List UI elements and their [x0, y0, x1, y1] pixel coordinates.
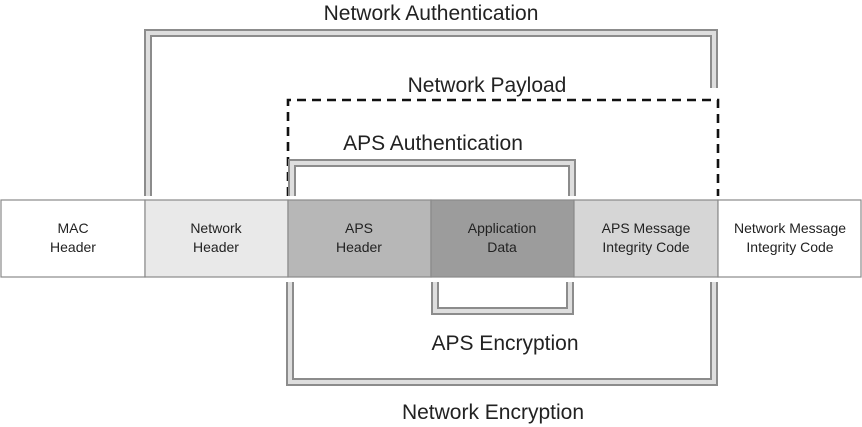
- network-mic-line2: Integrity Code: [746, 239, 833, 255]
- network-authentication-bracket: [148, 33, 714, 196]
- aps-encryption-label: APS Encryption: [431, 332, 578, 355]
- aps-mic-line1: APS Message: [602, 220, 691, 236]
- aps-header-line2: Header: [336, 239, 382, 255]
- aps-encryption-bracket: [435, 282, 570, 311]
- network-encryption-label: Network Encryption: [402, 401, 584, 424]
- network-payload-label: Network Payload: [408, 74, 567, 97]
- mac-header-line2: Header: [50, 239, 96, 255]
- network-authentication-label: Network Authentication: [324, 2, 539, 25]
- mac-header-line1: MAC: [57, 220, 88, 236]
- aps-header-line1: APS: [345, 220, 373, 236]
- network-mic-line1: Network Message: [734, 220, 846, 236]
- application-data-line2: Data: [487, 239, 517, 255]
- network-header-line2: Header: [193, 239, 239, 255]
- application-data-line1: Application: [468, 220, 537, 236]
- network-header-line1: Network: [190, 220, 242, 236]
- frame: MAC Header Network Header APS Header App…: [1, 200, 861, 277]
- aps-authentication-label: APS Authentication: [343, 132, 523, 155]
- aps-authentication-bracket: [292, 163, 572, 196]
- aps-mic-line2: Integrity Code: [602, 239, 689, 255]
